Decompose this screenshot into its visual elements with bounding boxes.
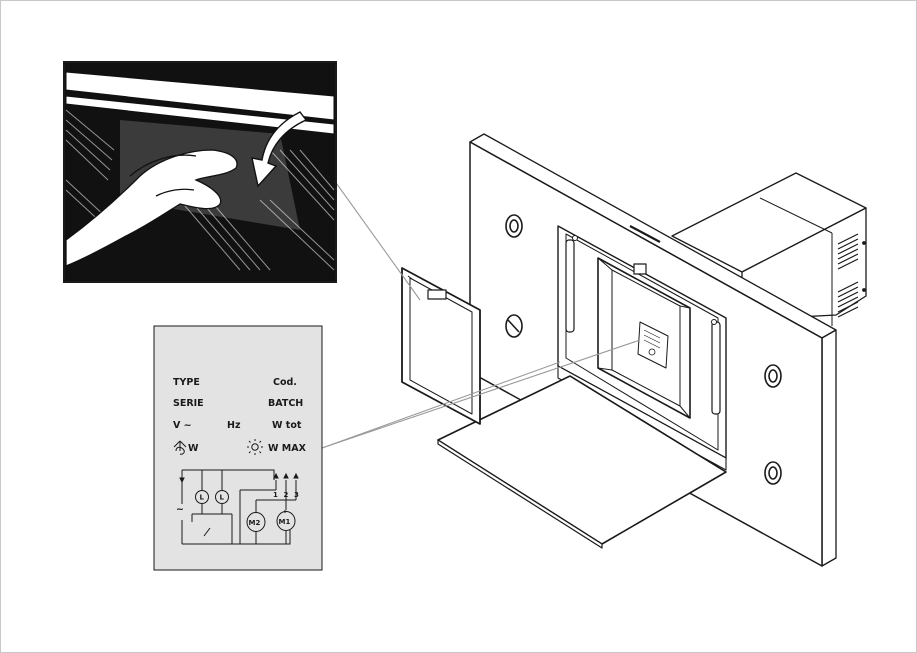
label-batch: BATCH [268,398,303,409]
label-cod: Cod. [273,377,297,388]
light-icon [247,439,263,455]
front-flap [437,375,727,549]
wiring-schematic [179,469,299,545]
label-serie: SERIE [173,398,204,409]
inset-filter-removal [63,61,337,283]
schematic-ac-symbol: ~ [176,504,184,515]
hand-illustration [65,149,238,267]
vent-grille-lower [837,281,859,318]
inset-hatching [65,109,335,271]
rating-sticker [637,321,669,369]
schematic-lamp-2-label: L [220,494,225,502]
schematic-terminal-2: 2 [284,491,289,499]
callout-lines [321,179,641,449]
schematic-terminal-1: 1 [273,491,278,499]
vent-grille-upper [837,233,859,270]
label-w-tot: W tot [272,420,302,431]
hood-appliance [401,133,867,567]
screw-holes [505,214,782,485]
label-light-w-max: W MAX [268,443,307,454]
downward-arrow [251,111,308,188]
grease-filter [401,267,481,425]
schematic-lamp-1-label: L [200,494,205,502]
schematic-motor-1-label: M1 [279,518,291,526]
label-voltage: V ~ [173,420,192,431]
fan-icon [173,440,187,455]
label-fan-w: W [188,443,199,454]
schematic-motor-2-label: M2 [249,519,261,527]
motor-box [671,172,867,326]
label-hz: Hz [227,420,241,431]
label-type: TYPE [173,377,200,388]
front-plate [469,133,837,567]
rating-label-plate: TYPE Cod. SERIE BATCH V ~ Hz W tot W W M… [153,325,323,571]
schematic-terminal-3: 3 [294,491,299,499]
